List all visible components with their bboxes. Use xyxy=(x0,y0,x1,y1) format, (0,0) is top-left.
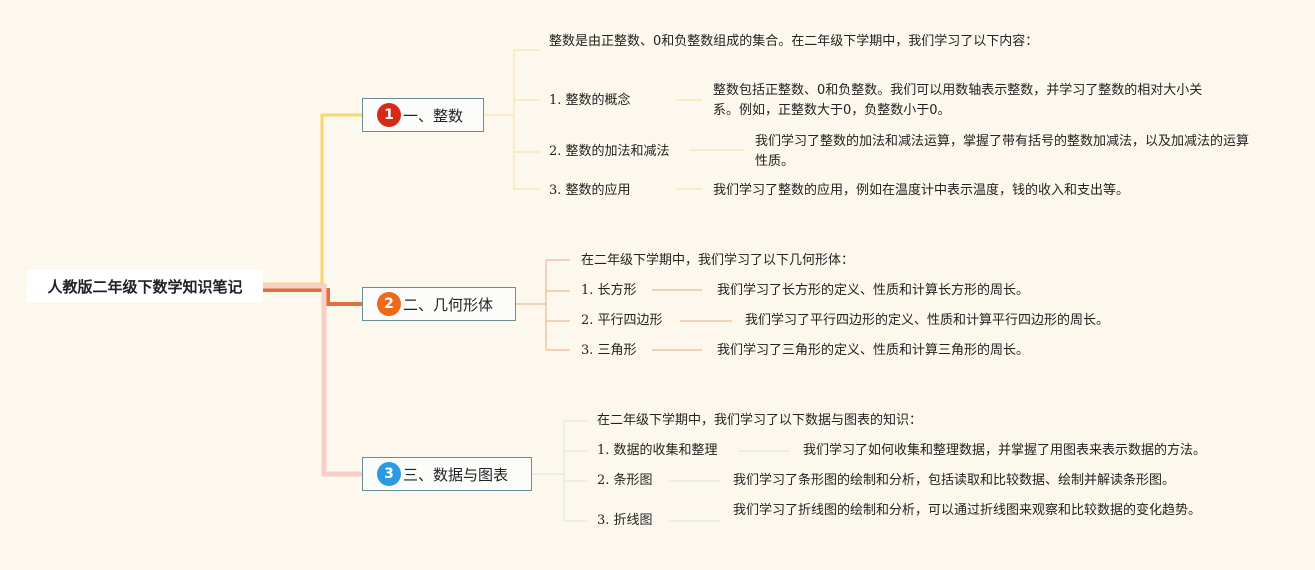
branch2-item1-title[interactable]: 1. 长方形 xyxy=(581,283,637,298)
branch-node-geometry[interactable]: 2 二、几何形体 xyxy=(362,287,516,321)
branch3-item1-detail: 我们学习了如何收集和整理数据，并掌握了用图表来表示数据的方法。 xyxy=(803,443,1207,458)
branch2-subconnectors xyxy=(516,259,732,351)
root-label: 人教版二年级下数学知识笔记 xyxy=(47,277,243,296)
branch1-item3-detail: 我们学习了整数的应用，例如在温度计中表示温度，钱的收入和支出等。 xyxy=(713,183,1130,198)
branch1-item2-title[interactable]: 2. 整数的加法和减法 xyxy=(549,144,670,159)
branch1-item1-title[interactable]: 1. 整数的概念 xyxy=(549,93,631,108)
branch3-item2-detail: 我们学习了条形图的绘制和分析，包括读取和比较数据、绘制并解读条形图。 xyxy=(733,473,1176,488)
branch1-item2-detail: 我们学习了整数的加法和减法运算，掌握了带有括号的整数加减法，以及加减法的运算性质… xyxy=(755,134,1250,169)
root-branch1-connector xyxy=(263,113,362,286)
number-badge-icon: 2 xyxy=(377,292,401,316)
branch-label: 二、几何形体 xyxy=(403,295,494,314)
number-badge-icon: 3 xyxy=(377,462,401,486)
branch2-intro: 在二年级下学期中，我们学习了以下几何形体： xyxy=(581,253,855,268)
branch3-item3-detail: 我们学习了折线图的绘制和分析，可以通过折线图来观察和比较数据的变化趋势。 xyxy=(733,503,1202,518)
branch1-subconnectors xyxy=(484,49,744,190)
branch3-subconnectors xyxy=(532,420,790,522)
branch1-item3-title[interactable]: 3. 整数的应用 xyxy=(549,183,631,198)
branch2-item2-title[interactable]: 2. 平行四边形 xyxy=(581,313,663,328)
branch1-intro: 整数是由正整数、0和负整数组成的集合。在二年级下学期中，我们学习了以下内容： xyxy=(549,34,1039,49)
branch3-item2-title[interactable]: 2. 条形图 xyxy=(597,473,653,488)
branch3-intro: 在二年级下学期中，我们学习了以下数据与图表的知识： xyxy=(597,413,923,428)
root-branch2-connector xyxy=(263,288,362,306)
branch-node-integers[interactable]: 1 一、整数 xyxy=(362,98,484,132)
branch2-item3-detail: 我们学习了三角形的定义、性质和计算三角形的周长。 xyxy=(717,343,1030,358)
branch2-item3-title[interactable]: 3. 三角形 xyxy=(581,343,637,358)
branch-label: 三、数据与图表 xyxy=(403,465,509,484)
branch2-item1-detail: 我们学习了长方形的定义、性质和计算长方形的周长。 xyxy=(717,283,1030,298)
root-node[interactable]: 人教版二年级下数学知识笔记 xyxy=(27,270,263,302)
number-badge-icon: 1 xyxy=(377,103,401,127)
branch2-item2-detail: 我们学习了平行四边形的定义、性质和计算平行四边形的周长。 xyxy=(745,313,1110,328)
branch3-item1-title[interactable]: 1. 数据的收集和整理 xyxy=(597,443,718,458)
branch1-item1-detail: 整数包括正整数、0和负整数。我们可以用数轴表示整数，并学习了整数的相对大小关系。… xyxy=(713,83,1203,118)
branch-label: 一、整数 xyxy=(403,106,464,125)
branch-node-data-charts[interactable]: 3 三、数据与图表 xyxy=(362,457,532,491)
root-branch3-connector xyxy=(263,283,362,477)
branch3-item3-title[interactable]: 3. 折线图 xyxy=(597,513,653,528)
